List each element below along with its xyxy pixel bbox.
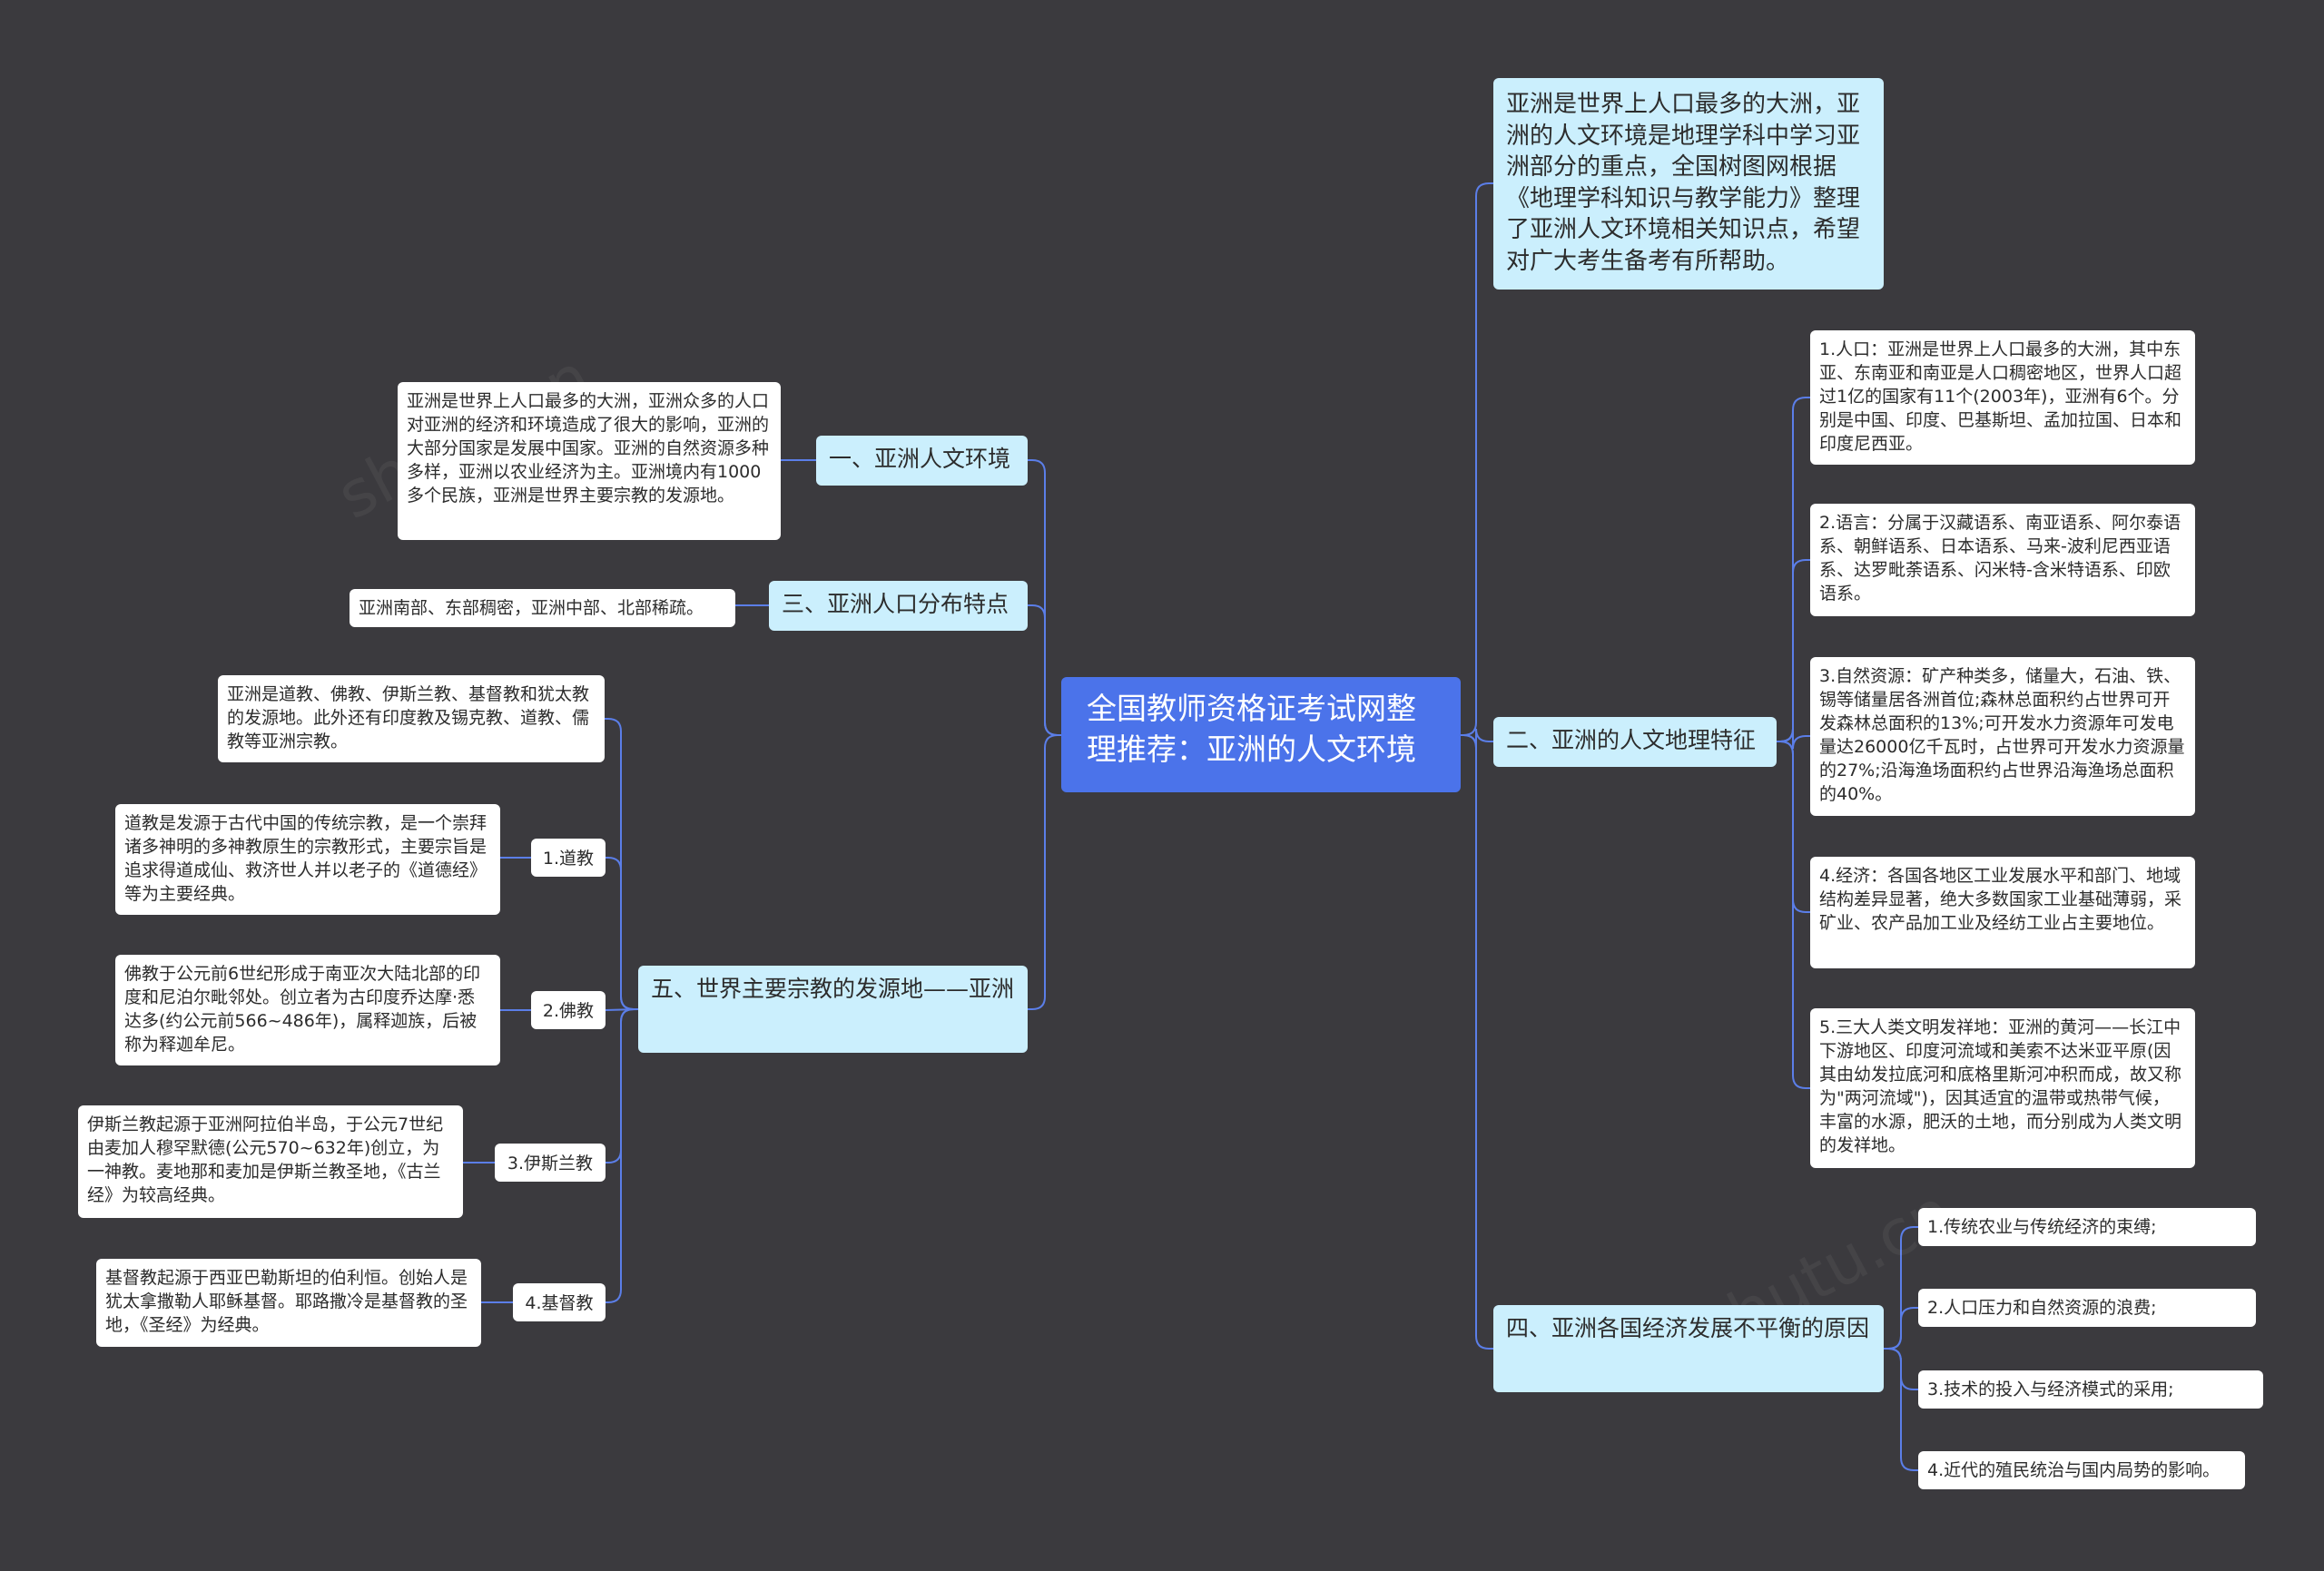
connector-line	[1777, 728, 1810, 750]
detail-taoism[interactable]: 道教是发源于古代中国的传统宗教，是一个崇拜诸多神明的多神教原生的宗教形式，主要宗…	[115, 804, 500, 915]
reason-traditional-agriculture[interactable]: 1.传统农业与传统经济的束缚;	[1918, 1208, 2256, 1246]
religion-item-christianity[interactable]: 4.基督教	[513, 1283, 606, 1321]
connector-line	[1461, 182, 1493, 736]
branch-human-geography-features[interactable]: 二、亚洲的人文地理特征	[1493, 717, 1777, 767]
detail-asia-human-environment[interactable]: 亚洲是世界上人口最多的大洲，亚洲众多的人口对亚洲的经济和环境造成了很大的影响，亚…	[398, 382, 781, 540]
branch-religion-origins[interactable]: 五、世界主要宗教的发源地——亚洲	[638, 966, 1028, 1053]
connector-line	[606, 857, 638, 1010]
feature-civilization[interactable]: 5.三大人类文明发祥地：亚洲的黄河——长江中下游地区、印度河流域和美索不达米亚平…	[1810, 1008, 2195, 1168]
connector-line	[1777, 741, 1810, 1089]
religion-item-islam[interactable]: 3.伊斯兰教	[495, 1144, 606, 1182]
connector-line	[606, 1008, 638, 1303]
detail-religion-intro[interactable]: 亚洲是道教、佛教、伊斯兰教、基督教和犹太教的发源地。此外还有印度教及锡克教、道教…	[218, 675, 605, 762]
branch-population-distribution[interactable]: 三、亚洲人口分布特点	[769, 581, 1028, 631]
detail-buddhism[interactable]: 佛教于公元前6世纪形成于南亚次大陆北部的印度和尼泊尔毗邻处。创立者为古印度乔达摩…	[115, 955, 500, 1065]
religion-item-buddhism[interactable]: 2.佛教	[531, 991, 606, 1029]
connector-line	[1777, 559, 1810, 742]
religion-item-taoism[interactable]: 1.道教	[531, 839, 606, 877]
connector-line	[1884, 1307, 1918, 1350]
connector-line	[1461, 728, 1493, 749]
feature-language[interactable]: 2.语言：分属于汉藏语系、南亚语系、阿尔泰语系、朝鲜语系、日本语系、马来-波利尼…	[1810, 504, 2195, 616]
reason-population-pressure[interactable]: 2.人口压力和自然资源的浪费;	[1918, 1289, 2256, 1327]
detail-islam[interactable]: 伊斯兰教起源于亚洲阿拉伯半岛，于公元7世纪由麦加人穆罕默德(公元570~632年…	[78, 1105, 463, 1218]
intro-note[interactable]: 亚洲是世界上人口最多的大洲，亚洲的人文环境是地理学科中学习亚洲部分的重点，全国树…	[1493, 78, 1884, 290]
reason-technology-input[interactable]: 3.技术的投入与经济模式的采用;	[1918, 1370, 2263, 1409]
connector-line	[1028, 604, 1061, 736]
connector-line	[1461, 734, 1493, 1350]
feature-natural-resources[interactable]: 3.自然资源：矿产种类多，储量大，石油、铁、锡等储量居各洲首位;森林总面积约占世…	[1810, 657, 2195, 816]
branch-economic-imbalance[interactable]: 四、亚洲各国经济发展不平衡的原因	[1493, 1305, 1884, 1392]
connector-line	[1884, 1348, 1918, 1471]
connector-line	[1028, 734, 1061, 1010]
detail-population-distribution[interactable]: 亚洲南部、东部稠密，亚洲中部、北部稀疏。	[350, 589, 735, 627]
root-topic[interactable]: 全国教师资格证考试网整理推荐：亚洲的人文环境	[1061, 677, 1461, 792]
branch-asia-human-environment[interactable]: 一、亚洲人文环境	[816, 436, 1028, 486]
reason-colonial-rule[interactable]: 4.近代的殖民统治与国内局势的影响。	[1918, 1451, 2245, 1489]
feature-economy[interactable]: 4.经济：各国各地区工业发展水平和部门、地域结构差异显著，绝大多数国家工业基础薄…	[1810, 857, 2195, 968]
detail-christianity[interactable]: 基督教起源于西亚巴勒斯坦的伯利恒。创始人是犹太拿撒勒人耶稣基督。耶路撒冷是基督教…	[96, 1259, 481, 1347]
feature-population[interactable]: 1.人口：亚洲是世界上人口最多的大洲，其中东亚、东南亚和南亚是人口稠密地区，世界…	[1810, 330, 2195, 465]
